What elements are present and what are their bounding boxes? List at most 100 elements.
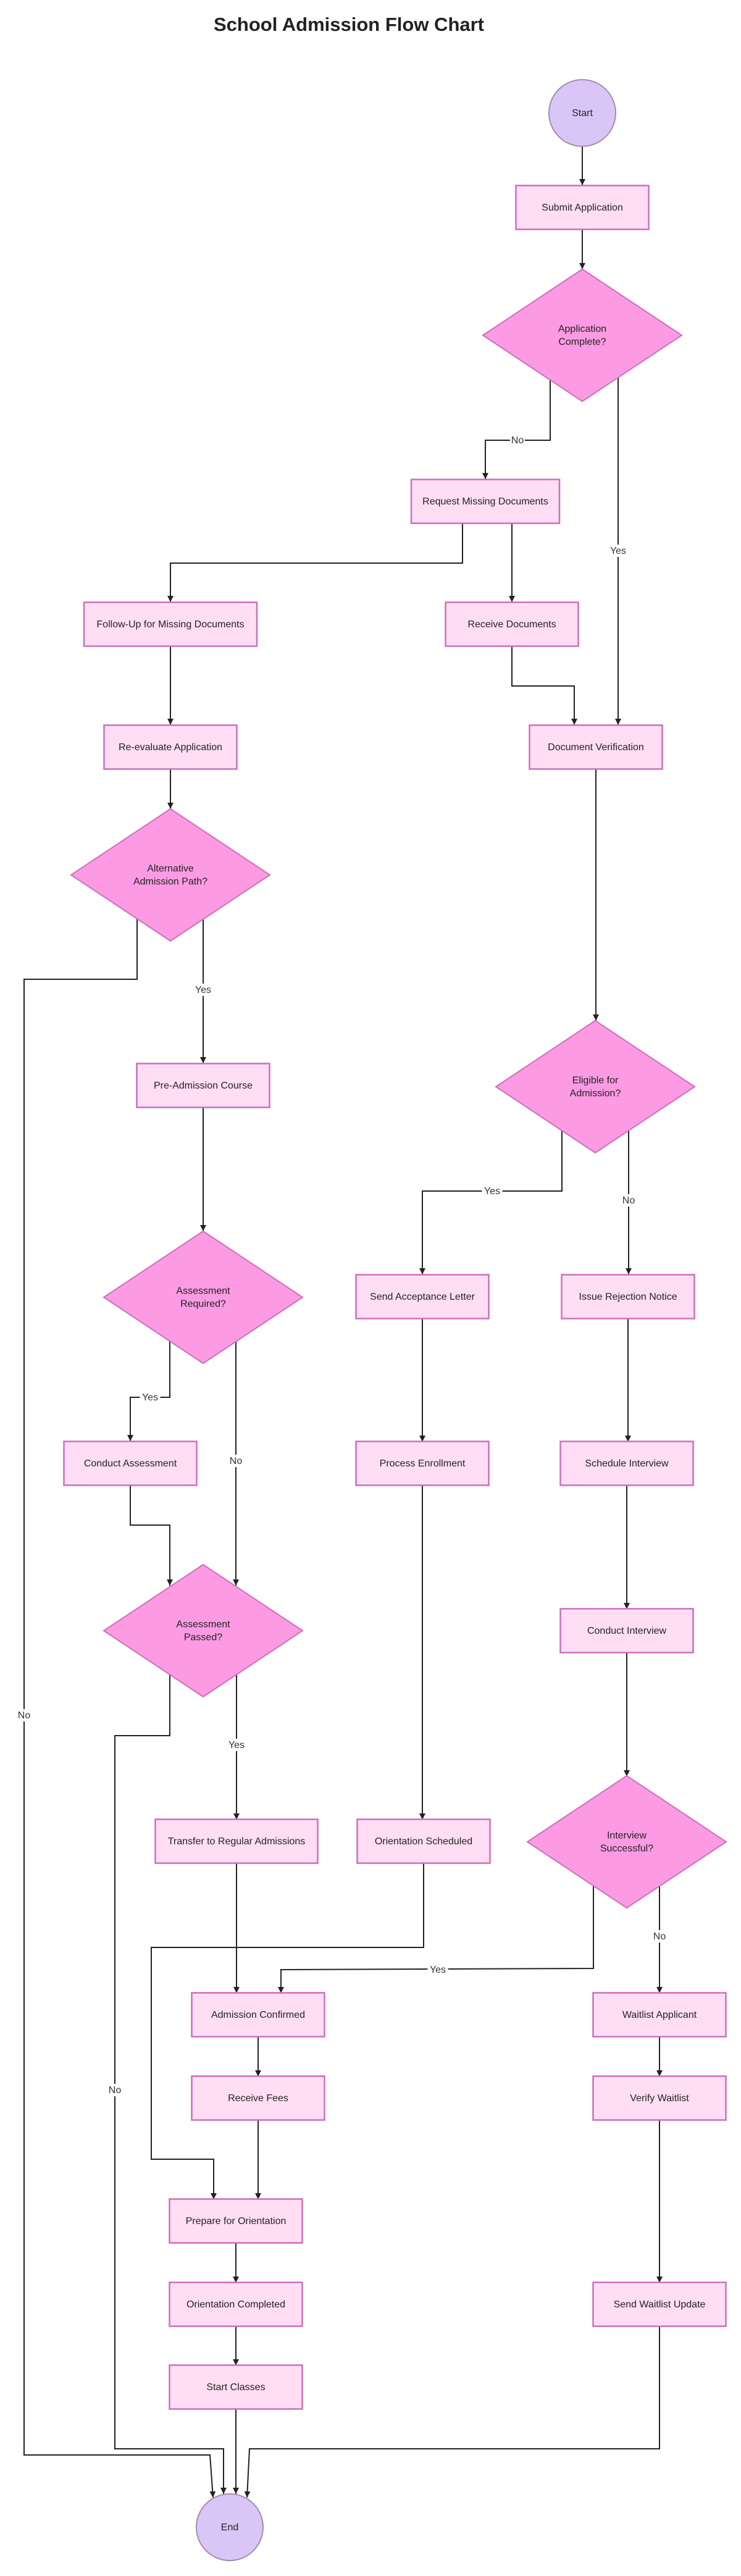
node-label: Admission Confirmed — [211, 2010, 305, 2020]
node-label: Issue Rejection Notice — [579, 1292, 677, 1302]
node-label: Admission? — [570, 1089, 621, 1099]
node-label: Receive Fees — [228, 2093, 288, 2104]
edge-label-no: No — [511, 435, 524, 446]
process-box — [103, 724, 238, 770]
node-process-enrollment[interactable]: Process Enrollment — [355, 1441, 490, 1486]
node-label: Assessment — [176, 1620, 230, 1630]
edge-label-yes: Yes — [430, 1965, 446, 1975]
decision-diamond — [103, 1563, 304, 1698]
node-conduct-assessment[interactable]: Conduct Assessment — [63, 1441, 198, 1486]
node-label: Start — [572, 108, 593, 119]
node-label: Alternative — [147, 864, 194, 874]
node-followup[interactable]: Follow-Up for Missing Documents — [83, 601, 258, 647]
node-end[interactable]: End — [196, 2493, 264, 2561]
edge-appcomplete-request — [482, 378, 551, 479]
edge-label-background — [17, 1709, 31, 1721]
node-start-classes[interactable]: Start Classes — [169, 2364, 303, 2410]
process-box — [169, 2281, 303, 2327]
edge-assessreq-conduct — [127, 1340, 170, 1441]
edge-label-background — [510, 434, 525, 446]
node-label: Schedule Interview — [585, 1458, 669, 1469]
node-send-acceptance[interactable]: Send Acceptance Letter — [355, 1274, 490, 1319]
node-label: Request Missing Documents — [422, 496, 548, 507]
node-label: Send Waitlist Update — [614, 2299, 706, 2310]
node-pre-admission[interactable]: Pre-Admission Course — [136, 1063, 270, 1108]
node-orientation-scheduled[interactable]: Orientation Scheduled — [356, 1818, 491, 1864]
process-box — [515, 185, 650, 230]
process-box — [169, 2364, 303, 2410]
node-verify-waitlist[interactable]: Verify Waitlist — [592, 2075, 727, 2121]
chart-title: School Admission Flow Chart — [213, 14, 485, 35]
node-label: Interview — [607, 1831, 647, 1841]
node-waitlist-applicant[interactable]: Waitlist Applicant — [592, 1992, 727, 2038]
node-label: Conduct Assessment — [84, 1458, 177, 1469]
edge-label-background — [652, 1930, 667, 1942]
node-label: Orientation Completed — [186, 2299, 285, 2310]
edge-label-background — [482, 1185, 503, 1197]
node-label: Process Enrollment — [380, 1458, 466, 1469]
node-label: Verify Waitlist — [630, 2093, 689, 2104]
process-box — [445, 601, 579, 647]
node-orientation-completed[interactable]: Orientation Completed — [169, 2281, 303, 2327]
process-box — [355, 1441, 490, 1486]
node-label: Orientation Scheduled — [375, 1836, 472, 1847]
node-label: Complete? — [558, 337, 606, 348]
node-issue-rejection[interactable]: Issue Rejection Notice — [561, 1274, 695, 1319]
process-box — [529, 724, 663, 770]
edge-label-yes: Yes — [142, 1392, 158, 1403]
node-doc-verify[interactable]: Document Verification — [529, 724, 663, 770]
edge-label-yes: Yes — [610, 546, 626, 556]
node-label: Conduct Interview — [587, 1626, 667, 1636]
process-box — [169, 2198, 303, 2244]
terminal-shape — [548, 79, 616, 147]
process-box — [592, 2281, 727, 2327]
process-box — [154, 1818, 319, 1864]
edge-label-no: No — [109, 2085, 122, 2096]
node-label: Admission Path? — [133, 877, 207, 887]
node-admission-confirmed[interactable]: Admission Confirmed — [191, 1992, 325, 2038]
node-label: Passed? — [184, 1633, 222, 1643]
node-submit[interactable]: Submit Application — [515, 185, 650, 230]
node-start[interactable]: Start — [548, 79, 616, 147]
edge-conduct-passed — [130, 1486, 173, 1586]
node-label: Prepare for Orientation — [186, 2216, 287, 2227]
edge-label-no: No — [18, 1710, 31, 1721]
edge-label-yes: Yes — [228, 1740, 245, 1750]
decision-diamond — [103, 1230, 304, 1365]
node-label: Follow-Up for Missing Documents — [96, 619, 244, 630]
process-box — [191, 2075, 325, 2121]
edge-eligible-acceptance — [419, 1129, 563, 1274]
edge-success-confirmed — [278, 1885, 594, 1993]
edge-label-background — [228, 1455, 243, 1467]
node-send-waitlist-update[interactable]: Send Waitlist Update — [592, 2281, 727, 2327]
edge-label-background — [107, 2084, 122, 2096]
node-receive-fees[interactable]: Receive Fees — [191, 2075, 325, 2121]
process-box — [592, 1992, 727, 2038]
decision-diamond — [482, 268, 683, 403]
node-conduct-interview[interactable]: Conduct Interview — [559, 1608, 694, 1654]
node-prepare-orientation[interactable]: Prepare for Orientation — [169, 2198, 303, 2244]
node-label: Application — [558, 324, 606, 335]
node-label: Pre-Admission Course — [154, 1081, 253, 1091]
node-reevaluate[interactable]: Re-evaluate Application — [103, 724, 238, 770]
edge-label-background — [427, 1963, 448, 1976]
edge-label-no: No — [230, 1456, 243, 1466]
node-request-docs[interactable]: Request Missing Documents — [410, 479, 561, 524]
node-transfer-regular[interactable]: Transfer to Regular Admissions — [154, 1818, 319, 1864]
node-receive-docs[interactable]: Receive Documents — [445, 601, 579, 647]
edge-receive-docverify — [511, 646, 577, 725]
edge-label-background — [608, 545, 629, 557]
edge-label-yes: Yes — [195, 985, 211, 995]
node-label: Document Verification — [548, 742, 644, 753]
node-schedule-interview[interactable]: Schedule Interview — [559, 1441, 694, 1486]
process-box — [561, 1274, 695, 1319]
